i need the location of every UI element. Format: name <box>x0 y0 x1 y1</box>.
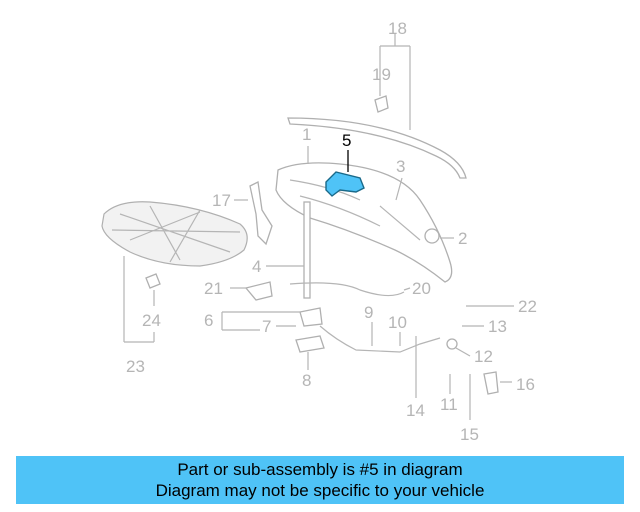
callout-21: 21 <box>204 279 223 298</box>
hinge-17-part <box>249 181 273 246</box>
callout-22: 22 <box>518 297 537 316</box>
callout-7: 7 <box>262 317 271 336</box>
leader-23 <box>123 256 155 343</box>
cable-20-part <box>289 282 405 297</box>
clip-24-part <box>145 273 161 289</box>
latch-8-part <box>295 335 325 353</box>
callout-23: 23 <box>126 357 145 376</box>
callout-2: 2 <box>458 229 467 248</box>
strut-4-part <box>303 201 311 299</box>
callout-1: 1 <box>302 125 311 144</box>
callout-19: 19 <box>372 65 391 84</box>
hood-insulator-part <box>101 201 248 267</box>
callout-16: 16 <box>516 375 535 394</box>
callout-8: 8 <box>302 371 311 390</box>
callout-17: 17 <box>212 191 231 210</box>
clip-19-part <box>374 95 389 113</box>
callout-9: 9 <box>364 303 373 322</box>
callout-5: 5 <box>342 131 351 150</box>
callout-10: 10 <box>388 313 407 332</box>
info-banner: Part or sub-assembly is #5 in diagram Di… <box>16 456 624 504</box>
hood-latch-part-5 <box>325 171 365 197</box>
callout-12: 12 <box>474 347 493 366</box>
callout-20: 20 <box>412 279 431 298</box>
cable-9-part <box>319 325 441 353</box>
callout-15: 15 <box>460 425 479 444</box>
callout-3: 3 <box>396 157 405 176</box>
parts-diagram: 18 19 1 5 3 17 2 4 21 20 22 24 6 7 9 10 … <box>101 19 537 444</box>
leader-6 <box>221 311 300 331</box>
leader-12 <box>455 347 471 357</box>
leader-3 <box>395 177 403 201</box>
bumper-16-part <box>483 371 499 395</box>
callout-11: 11 <box>440 395 458 414</box>
callout-6: 6 <box>204 311 213 330</box>
leader-18 <box>379 34 411 130</box>
hood-seal-part <box>287 117 467 179</box>
hood-panel-part <box>275 162 453 283</box>
bracket-21-part <box>244 281 273 301</box>
callout-14: 14 <box>406 401 425 420</box>
callout-18: 18 <box>388 19 407 38</box>
leader-20 <box>403 287 411 291</box>
callout-13: 13 <box>488 317 507 336</box>
grommet-2-part <box>424 228 440 244</box>
callout-4: 4 <box>252 257 261 276</box>
banner-line-1: Part or sub-assembly is #5 in diagram <box>177 460 463 479</box>
banner-line-2: Diagram may not be specific to your vehi… <box>155 481 485 500</box>
callout-24: 24 <box>142 311 161 330</box>
bracket-6-part <box>299 307 323 327</box>
bolt-12-part <box>446 338 458 350</box>
